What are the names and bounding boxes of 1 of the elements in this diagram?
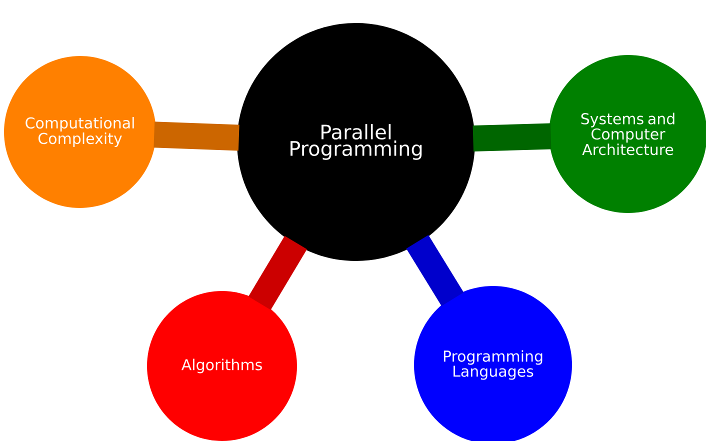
connection-bar	[248, 236, 307, 310]
